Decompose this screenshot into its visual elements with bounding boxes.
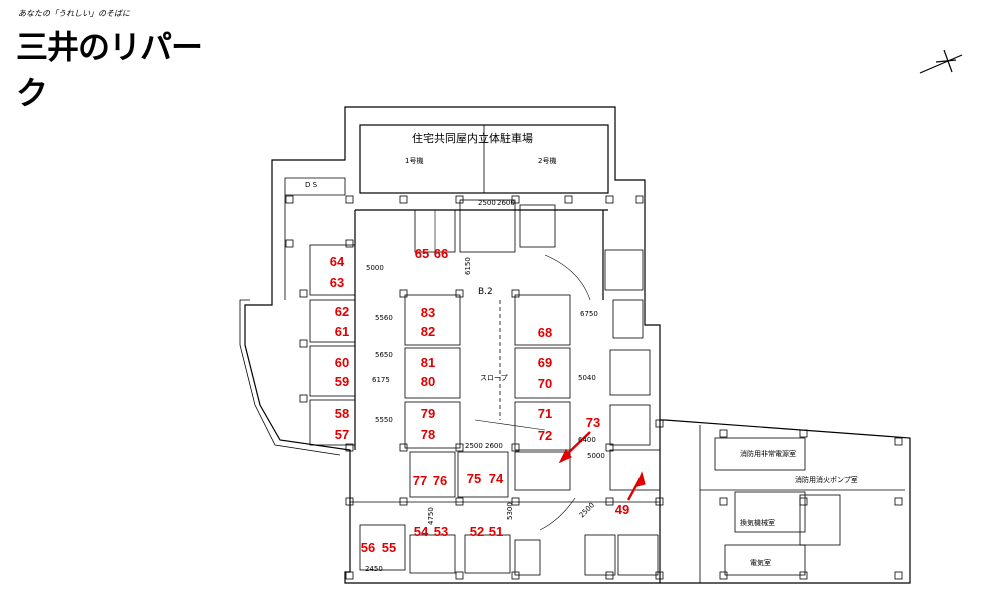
dimension-label: 2600 (497, 199, 515, 207)
dimension-label: 5000 (587, 452, 605, 460)
dimension-label: 6175 (372, 376, 390, 384)
parking-spot-number: 66 (434, 246, 448, 261)
parking-spot-number: 80 (421, 374, 435, 389)
parking-spot-number: 83 (421, 305, 435, 320)
parking-spot-number: 49 (615, 502, 629, 517)
parking-spot-number: 71 (538, 406, 552, 421)
room-label-2: 消防用消火ポンプ室 (795, 475, 858, 484)
dimension-label: 5000 (366, 264, 384, 272)
parking-spot-number: 52 (470, 524, 484, 539)
parking-spot-number: 82 (421, 324, 435, 339)
parking-spot-labels: 64 63 65 66 62 61 60 59 58 57 83 82 81 80 79 78 68 69 70 71… (330, 246, 629, 555)
parking-spot-number: 60 (335, 355, 349, 370)
dimension-label: 6150 (464, 257, 472, 275)
building-label-left: 1号機 (405, 156, 423, 165)
parking-spot-number: 77 (413, 473, 427, 488)
parking-spot-number: 78 (421, 427, 435, 442)
building-outline (244, 106, 911, 584)
parking-spot-number: 63 (330, 275, 344, 290)
parking-spot-number: 69 (538, 355, 552, 370)
room-label-1: 消防用非常電源室 (740, 449, 796, 458)
dimension-label: 2600 (485, 442, 503, 450)
brand-logo: あなたの「うれしい」のそばに 三井のリパーク (8, 6, 208, 112)
parking-spot-number: 64 (330, 254, 345, 269)
dimension-label: 2500 (478, 199, 496, 207)
dimension-label: 6400 (578, 436, 596, 444)
logo-tagline: あなたの「うれしい」のそばに (18, 9, 130, 18)
parking-spot-number: 76 (433, 473, 447, 488)
dimension-label: 5040 (578, 374, 596, 382)
level-label: B.2 (478, 287, 493, 297)
dimension-label: 2500 (465, 442, 483, 450)
parking-spot-number: 54 (414, 524, 429, 539)
dimension-label: 2500 (578, 501, 596, 519)
logo-brand-text: 三井のリパーク (16, 28, 203, 112)
dimension-label: 5550 (375, 416, 393, 424)
parking-spot-number: 53 (434, 524, 448, 539)
room-label-3: 換気機械室 (740, 518, 775, 527)
dimension-label: 5650 (375, 351, 393, 359)
parking-spot-number: 65 (415, 246, 429, 261)
dimension-label: 2450 (365, 565, 383, 573)
parking-spot-number: 79 (421, 406, 435, 421)
building-label-right: 2号機 (538, 156, 556, 165)
dimension-label: 6750 (580, 310, 598, 318)
parking-spot-number: 61 (335, 324, 349, 339)
ds-label: D S (305, 181, 318, 189)
north-arrow-icon (919, 49, 963, 74)
dimension-label: 5300 (506, 502, 514, 520)
parking-spot-number: 70 (538, 376, 552, 391)
parking-spot-number: 72 (538, 428, 552, 443)
dimension-label: 4750 (427, 507, 435, 525)
parking-spot-number: 73 (586, 415, 600, 430)
parking-spot-number: 75 (467, 471, 481, 486)
parking-spot-number: 59 (335, 374, 349, 389)
parking-spot-number: 51 (489, 524, 503, 539)
room-label-4: 電気室 (750, 558, 771, 567)
parking-spot-number: 58 (335, 406, 349, 421)
slope-label: スロープ (480, 374, 508, 382)
parking-spot-number: 55 (382, 540, 396, 555)
parking-spot-number: 74 (489, 471, 504, 486)
parking-spot-number: 62 (335, 304, 349, 319)
parking-spot-number: 56 (361, 540, 375, 555)
dimension-label: 5560 (375, 314, 393, 322)
parking-spot-number: 81 (421, 355, 435, 370)
parking-spot-number: 68 (538, 325, 552, 340)
parking-spot-number: 57 (335, 427, 349, 442)
building-title: 住宅共同屋内立体駐車場 (412, 131, 533, 145)
